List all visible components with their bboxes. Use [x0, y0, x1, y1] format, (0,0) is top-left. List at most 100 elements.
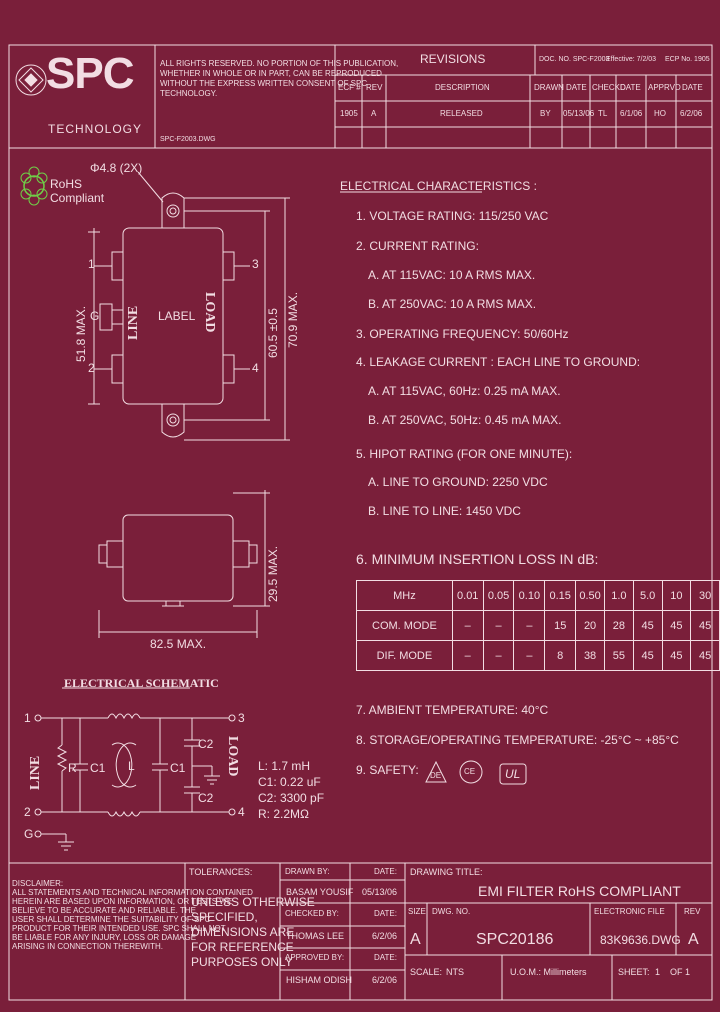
- spec-1: 1. VOLTAGE RATING: 115/250 VAC: [356, 209, 549, 223]
- rev-row-desc: RELEASED: [440, 109, 483, 118]
- table-cell: 45: [661, 640, 692, 671]
- rev-row-ecf: 1905: [340, 109, 358, 118]
- label-c2-top: C2: [198, 737, 214, 751]
- table-cell: –: [451, 610, 484, 641]
- spec-2b: B. AT 250VAC: 10 A RMS MAX.: [368, 297, 537, 311]
- checked-date: 6/2/06: [372, 931, 398, 941]
- table-header-cell: 0.01: [451, 580, 484, 611]
- rev-row-checkd: TL: [598, 109, 608, 118]
- table-cell: 15: [544, 610, 577, 641]
- node-2: 2: [24, 805, 31, 819]
- rev-label: REV: [684, 907, 701, 916]
- body-label: LABEL: [158, 309, 196, 323]
- small-code: SPC-F2003.DWG: [160, 136, 216, 143]
- table-cell: 20: [575, 610, 605, 641]
- drawn-date-label: DATE:: [374, 867, 397, 876]
- rev-head-ecf: ECF #: [338, 83, 361, 92]
- disclaimer-line-4: USER SHALL DETERMINE THE SUITABILITY OF …: [12, 915, 211, 924]
- uom: U.O.M.: Millimeters: [510, 967, 587, 977]
- terminal-g: G: [90, 309, 100, 323]
- rev-row-date2: 6/1/06: [620, 109, 643, 118]
- disclaimer-line-1: ALL STATEMENTS AND TECHNICAL INFORMATION…: [12, 888, 253, 897]
- value-c1: C1: 0.22 uF: [258, 775, 321, 789]
- table-cell: 45: [690, 640, 720, 671]
- label-c1-right: C1: [170, 761, 186, 775]
- spec-5b: B. LINE TO LINE: 1450 VDC: [368, 504, 521, 518]
- node-4: 4: [238, 805, 245, 819]
- tolerance-line-1: UNLESS OTHERWISE: [191, 895, 315, 909]
- drawn-date: 05/13/06: [362, 887, 398, 897]
- table-cell: COM. MODE: [356, 610, 453, 641]
- rev-head-date2: DATE: [620, 83, 641, 92]
- schematic-line-label: LINE: [28, 755, 43, 790]
- table-row: MHz 0.01 0.05 0.10 0.15 0.50 1.0 5.0 10 …: [356, 580, 720, 611]
- value-l: L: 1.7 mH: [258, 759, 311, 773]
- table-header-cell: 10: [661, 580, 692, 611]
- spec-7: 7. AMBIENT TEMPERATURE: 40°C: [356, 703, 549, 717]
- schematic-load-label: LOAD: [225, 736, 240, 777]
- drawn-by-label: DRAWN BY:: [285, 867, 330, 876]
- doc-ecp: ECP No. 1905: [665, 56, 710, 63]
- size-value: A: [410, 931, 421, 948]
- table-cell: 45: [661, 610, 692, 641]
- doc-no: DOC. NO. SPC-F2003: [539, 56, 610, 63]
- terminal-3: 3: [252, 257, 259, 271]
- spec-6: 6. MINIMUM INSERTION LOSS IN dB:: [356, 551, 599, 567]
- table-header-cell: MHz: [356, 580, 453, 611]
- dim-70-9: 70.9 MAX.: [286, 291, 300, 348]
- table-header-cell: 5.0: [632, 580, 663, 611]
- rev-head-drawn: DRAWN: [534, 83, 564, 92]
- sheet-label: SHEET:: [618, 967, 650, 977]
- table-cell: 8: [544, 640, 577, 671]
- approved-date-label: DATE:: [374, 953, 397, 962]
- table-cell: 45: [632, 640, 663, 671]
- dwg-no-label: DWG. NO.: [432, 907, 471, 916]
- spec-9: 9. SAFETY:: [356, 763, 419, 777]
- label-r: R: [68, 761, 77, 775]
- insertion-loss-table: MHz 0.01 0.05 0.10 0.15 0.50 1.0 5.0 10 …: [356, 580, 720, 671]
- drawing-title: EMI FILTER RoHS COMPLIANT: [478, 883, 681, 899]
- table-header-cell: 0.15: [544, 580, 577, 611]
- terminal-4: 4: [252, 361, 259, 375]
- approved-date: 6/2/06: [372, 975, 398, 985]
- sheet-border: [8, 44, 713, 1001]
- checked-by: THOMAS LEE: [286, 931, 345, 941]
- checked-date-label: DATE:: [374, 909, 397, 918]
- value-r: R: 2.2MΩ: [258, 807, 309, 821]
- spec-2a: A. AT 115VAC: 10 A RMS MAX.: [368, 268, 536, 282]
- spec-3: 3. OPERATING FREQUENCY: 50/60Hz: [356, 327, 569, 341]
- table-cell: –: [513, 640, 546, 671]
- rev-head-date1: DATE: [566, 83, 587, 92]
- rev-head-desc: DESCRIPTION: [435, 83, 490, 92]
- approved-by: HISHAM ODISH: [286, 975, 353, 985]
- disclaimer-line-3: BELIEVE TO BE ACCURATE AND RELIABLE. THE: [12, 906, 196, 915]
- copyright-notice-1: ALL RIGHTS RESERVED. NO PORTION OF THIS …: [160, 59, 399, 68]
- load-side-label: LOAD: [202, 292, 217, 333]
- rev-value: A: [688, 931, 699, 948]
- table-cell: 55: [604, 640, 634, 671]
- table-cell: DIF. MODE: [356, 640, 453, 671]
- copyright-notice-2: WHETHER IN WHOLE OR IN PART, CAN BE REPR…: [160, 69, 382, 78]
- table-cell: –: [482, 640, 515, 671]
- scale-label: SCALE:: [410, 967, 443, 977]
- approved-by-label: APPROVED BY:: [285, 953, 345, 962]
- node-1: 1: [24, 711, 31, 725]
- rev-row-date3: 6/2/06: [680, 109, 703, 118]
- scale-value: NTS: [446, 967, 464, 977]
- rev-row-drawn: BY: [540, 109, 551, 118]
- specs-title: ELECTRICAL CHARACTERISTICS :: [340, 179, 537, 193]
- safety-mark-ul: UL: [505, 767, 521, 781]
- spec-4b: B. AT 250VAC, 50Hz: 0.45 mA MAX.: [368, 413, 562, 427]
- disclaimer-line-5: PRODUCT FOR THEIR INTENDED USE. SPC SHAL…: [12, 924, 226, 933]
- dim-51-8: 51.8 MAX.: [74, 305, 88, 362]
- table-cell: 45: [632, 610, 663, 641]
- label-c2-bottom: C2: [198, 791, 214, 805]
- rohs-label-2: Compliant: [50, 191, 105, 205]
- table-cell: 45: [690, 610, 720, 641]
- tolerance-line-2: SPECIFIED,: [191, 910, 258, 924]
- disclaimer-line-7: ARISING IN CONNECTION THEREWITH.: [12, 942, 163, 951]
- dim-82-5: 82.5 MAX.: [150, 637, 207, 651]
- line-side-label: LINE: [126, 305, 141, 340]
- spec-5: 5. HIPOT RATING (FOR ONE MINUTE):: [356, 447, 573, 461]
